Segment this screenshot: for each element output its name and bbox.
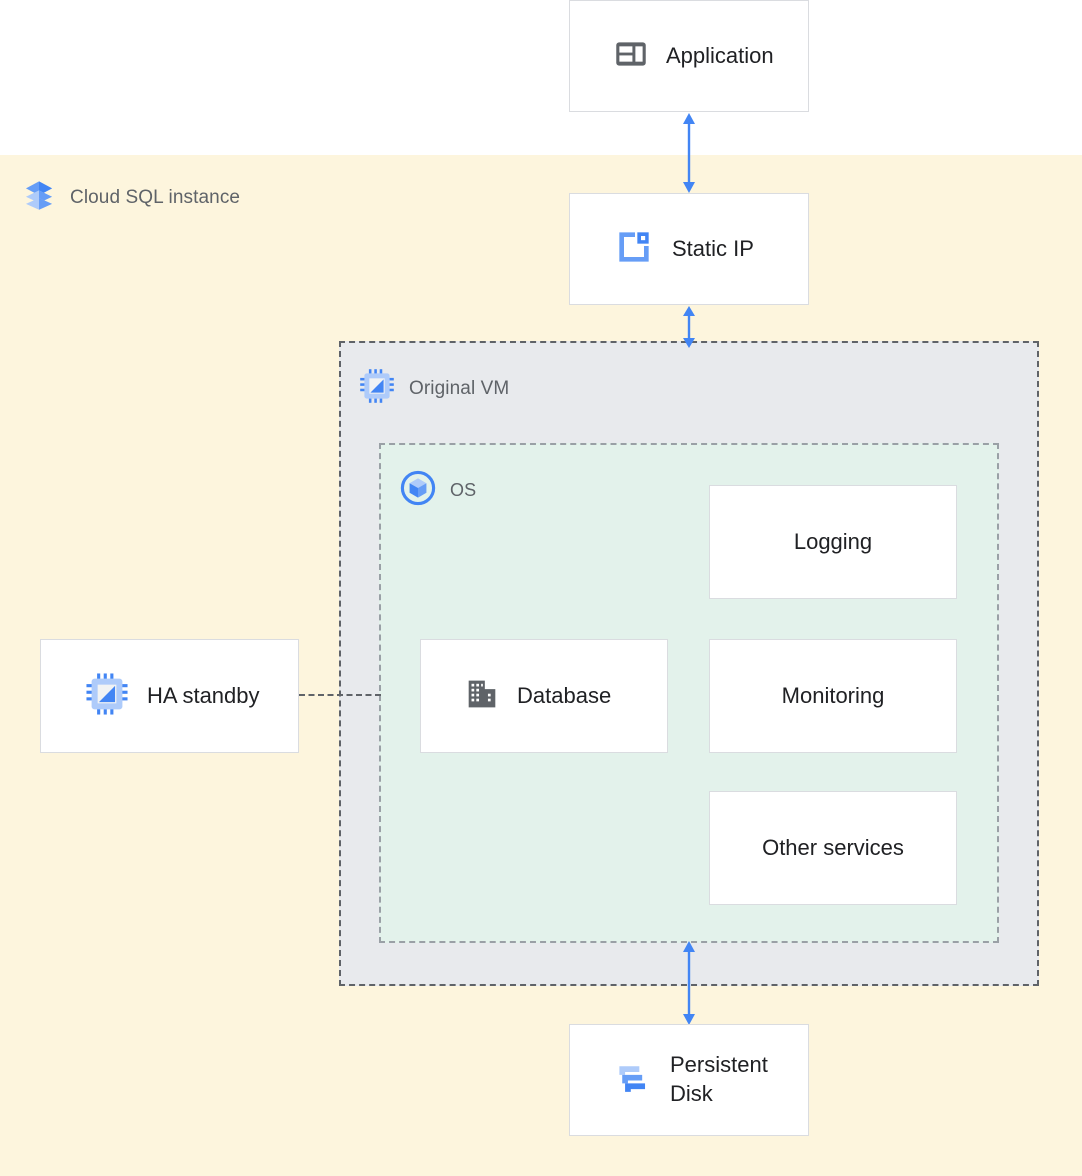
node-ha-standby[interactable]: HA standby [40,639,299,753]
region-label-os: OS [400,470,476,511]
connector-ha-standby-to-vm [299,694,381,696]
region-label-cloud-sql-instance: Cloud SQL instance [22,178,240,217]
node-database[interactable]: Database [420,639,668,753]
node-logging[interactable]: Logging [709,485,957,599]
region-label-text: OS [450,480,477,500]
node-label: Logging [793,528,873,554]
cloud-sql-layers-icon [22,178,56,217]
connector-os-to-persistent-disk [683,941,695,1025]
node-label: Database [517,682,612,708]
region-label-text: Original VM [409,377,510,399]
node-label: Static IP [672,235,754,261]
node-static-ip[interactable]: Static IP [569,193,809,305]
node-label: Application [666,42,774,68]
node-application[interactable]: Application [569,0,809,112]
node-label: Persistent Disk [670,1051,768,1108]
node-label-line-2: Disk [670,1081,713,1106]
cpu-chip-icon [85,672,129,721]
node-label-line-1: Persistent [670,1052,768,1078]
cpu-chip-icon [359,368,395,409]
node-label: Monitoring [781,682,885,708]
region-label-text: Cloud SQL instance [70,186,241,208]
connector-application-to-static-ip [683,113,695,193]
node-monitoring[interactable]: Monitoring [709,639,957,753]
node-label: Other services [762,834,904,860]
node-label: HA standby [147,682,260,708]
application-window-icon [614,37,648,76]
node-other-services[interactable]: Other services [709,791,957,905]
persistent-disk-icon [614,1059,652,1102]
static-ip-icon [614,227,654,272]
os-cube-circle-icon [400,470,436,511]
region-label-original-vm: Original VM [359,368,509,409]
connector-static-ip-to-vm [683,306,695,348]
database-building-icon [465,677,499,716]
node-persistent-disk[interactable]: Persistent Disk [569,1024,809,1136]
